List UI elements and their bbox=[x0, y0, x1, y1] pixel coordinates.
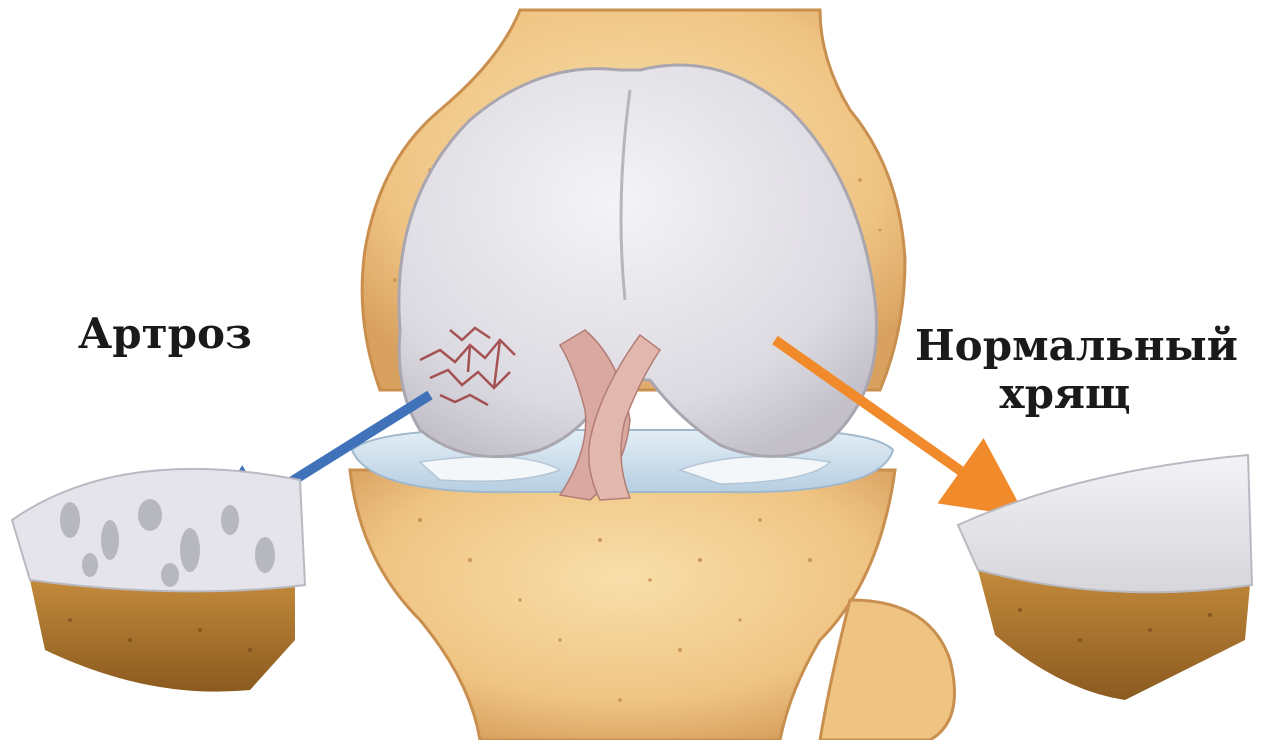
normal-cartilage-label-line2: хрящ bbox=[915, 370, 1215, 418]
normal-cartilage-label-line1: Нормальный bbox=[915, 322, 1215, 370]
healthy-cartilage-block-icon bbox=[958, 455, 1252, 700]
arthrosis-label: Артроз bbox=[78, 310, 252, 358]
damaged-cartilage-block-icon bbox=[12, 469, 305, 692]
normal-cartilage-label: Нормальный хрящ bbox=[915, 322, 1215, 419]
tibia bbox=[350, 470, 955, 740]
